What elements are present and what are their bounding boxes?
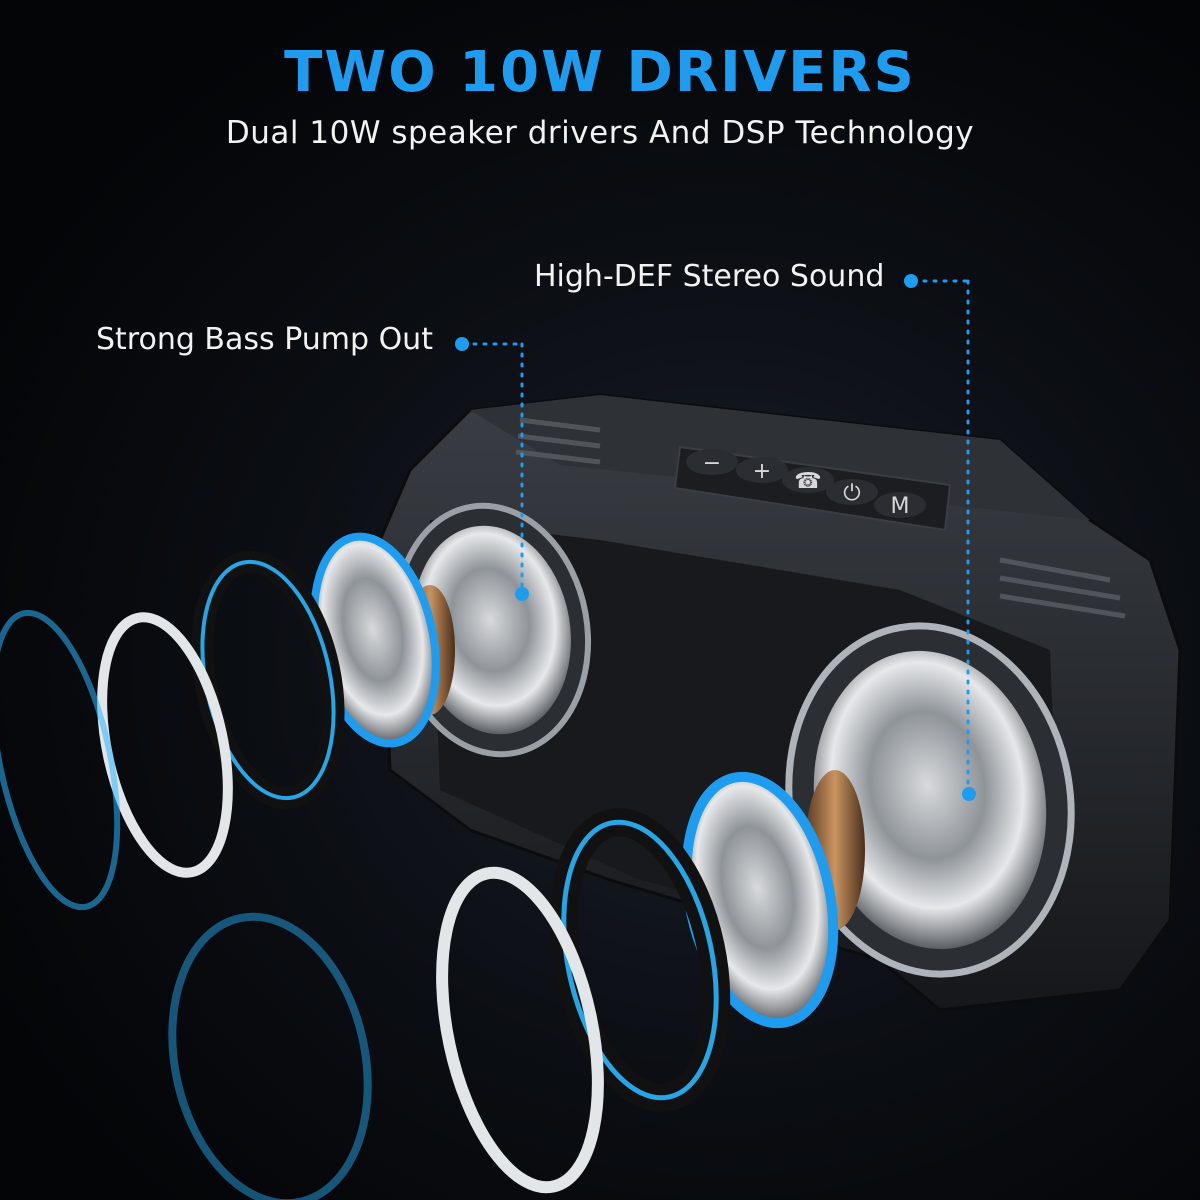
phone-button[interactable]: ☎ <box>782 467 834 494</box>
mode-icon: M <box>891 494 910 519</box>
stereo-callout-label: High-DEF Stereo Sound <box>534 259 885 294</box>
right-exploded-ring <box>436 866 604 1194</box>
bass-callout-label: Strong Bass Pump Out <box>96 322 433 357</box>
subheadline: Dual 10W speaker drivers And DSP Technol… <box>225 115 975 151</box>
phone-icon: ☎ <box>794 469 821 494</box>
right-glow-ring <box>168 912 372 1200</box>
mode-button[interactable]: M <box>874 492 926 519</box>
right-driver <box>785 622 1075 978</box>
plus-icon: + <box>753 459 771 484</box>
stereo-callout-leader <box>904 274 976 801</box>
left-glow-ring <box>0 609 121 911</box>
power-icon: ⏻ <box>843 481 860 506</box>
power-button[interactable]: ⏻ <box>826 479 878 506</box>
headline: TWO 10W DRIVERS <box>284 40 916 105</box>
volume-down-button[interactable]: − <box>686 449 738 476</box>
minus-icon: − <box>703 451 721 476</box>
right-exploded-surround <box>549 808 731 1112</box>
volume-up-button[interactable]: + <box>736 457 788 484</box>
bass-callout-leader <box>455 337 529 601</box>
